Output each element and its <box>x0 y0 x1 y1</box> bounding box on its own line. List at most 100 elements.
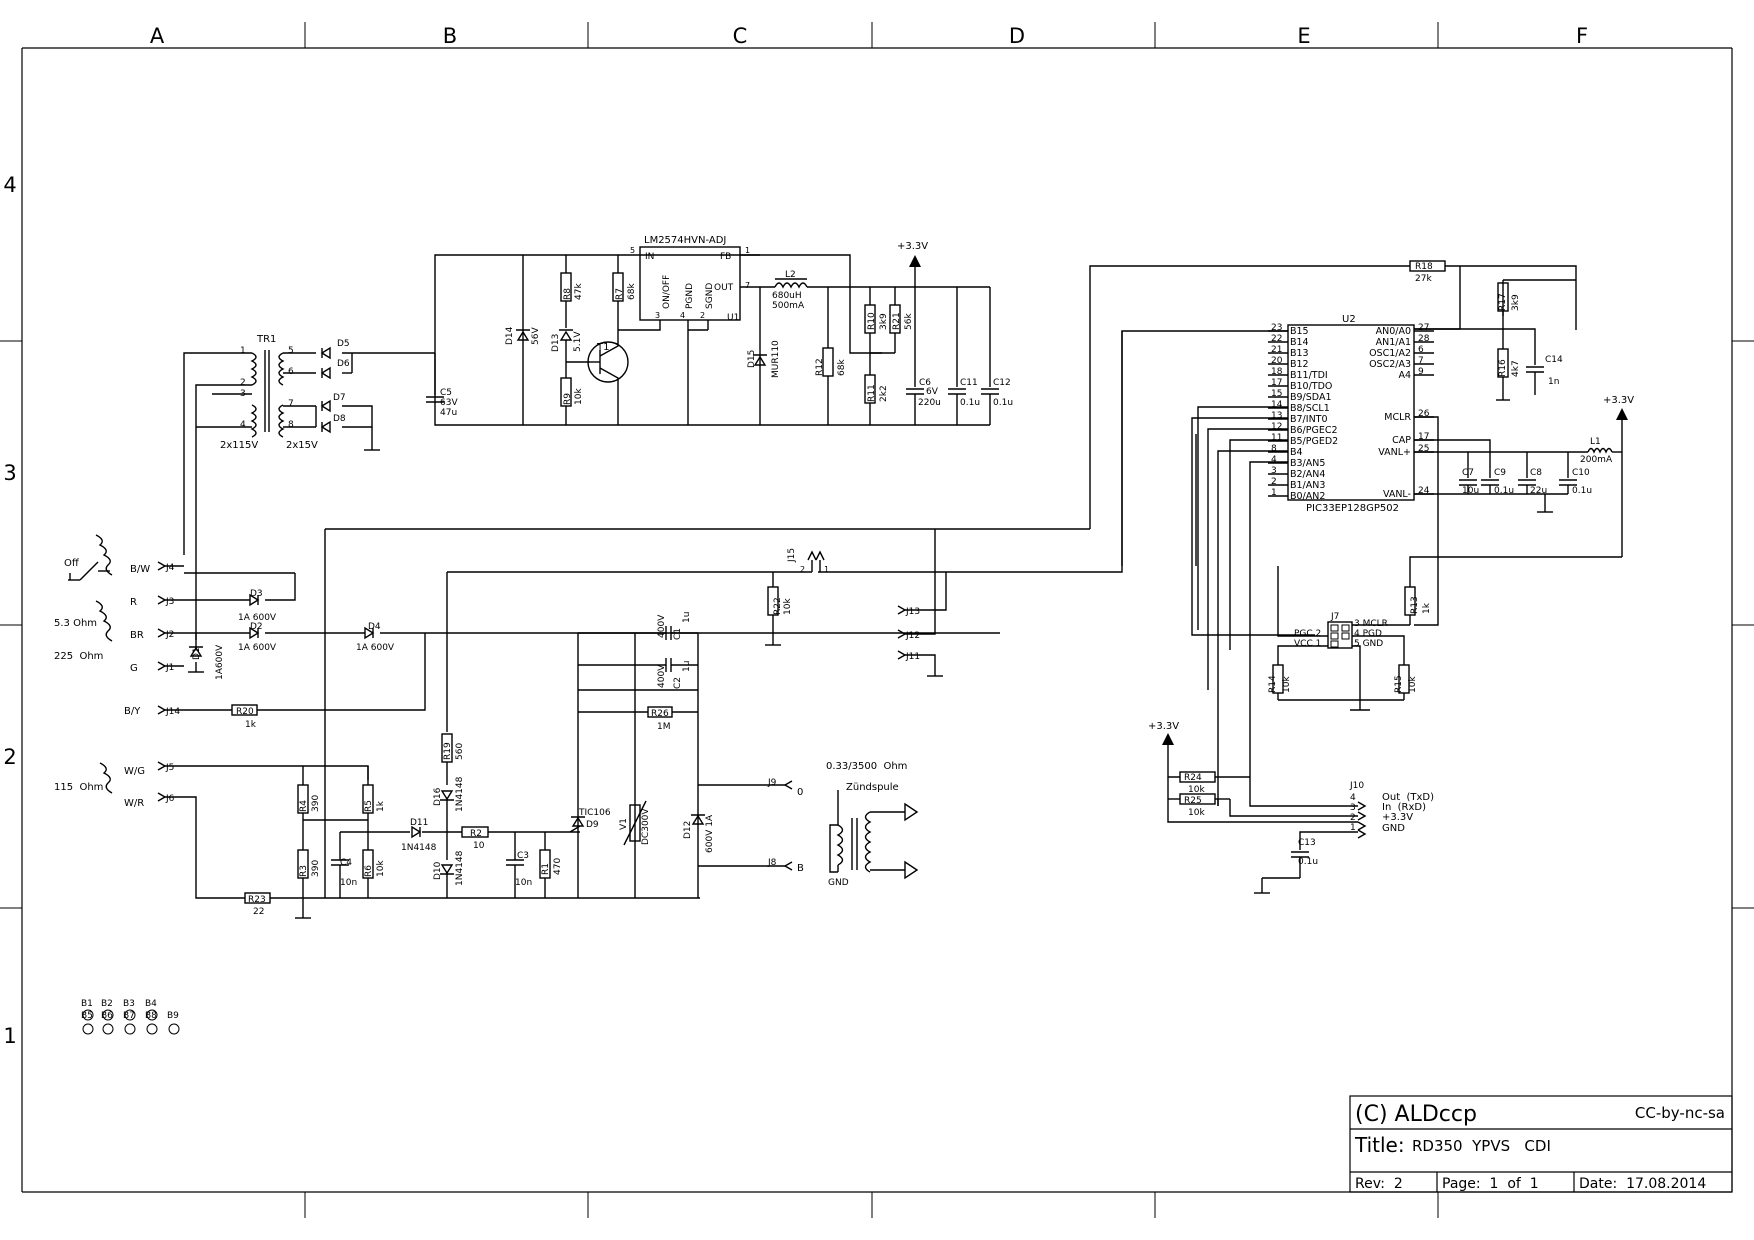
hole-label: B9 <box>167 1011 179 1021</box>
u2-left-pin-number: 21 <box>1271 345 1282 355</box>
d7-ref: D7 <box>333 393 346 403</box>
j7-pgd: 4 PGD <box>1354 629 1382 639</box>
hole-circle <box>82 1009 94 1021</box>
tr1-primary-label: 2x115V <box>220 440 258 451</box>
d11-value: 1N4148 <box>401 843 437 853</box>
wire-by: B/Y <box>124 706 141 717</box>
u2-left-pin-label: B8/SCL1 <box>1290 403 1330 414</box>
bridge-diodes: D5 D6 D7 D8 <box>320 339 350 434</box>
r4-value: 390 <box>311 795 321 812</box>
c1-voltage: 400V <box>657 614 667 638</box>
u2-left-pin-label: B4 <box>1290 447 1303 458</box>
c1-capacitance: 1u <box>682 612 692 623</box>
u2-right-pin-number: 9 <box>1418 367 1424 377</box>
hole-label: B1 <box>81 999 93 1009</box>
c4-ref: C4 <box>340 858 352 868</box>
r7-value: 68k <box>627 283 637 300</box>
u2-right-pin-label: A4 <box>1398 370 1411 381</box>
r18-value: 27k <box>1415 274 1432 284</box>
r19-ref: R19 <box>443 742 453 760</box>
tr1-pin-1: 1 <box>240 346 246 356</box>
license-text: CC-by-nc-sa <box>1635 1104 1725 1122</box>
r21-ref: R21 <box>892 312 902 330</box>
wire-wg: W/G <box>124 766 145 777</box>
u2-left-pin-number: 3 <box>1271 466 1277 476</box>
vcc-supply-1: +3.3V <box>897 241 928 287</box>
u2-left-pin-label: B3/AN5 <box>1290 458 1325 469</box>
ignition-section: C1 400V 1u C2 400V 1u R26 1M J15 1 2 R22… <box>244 331 1123 919</box>
r22-ref: R22 <box>773 597 783 615</box>
u2-right-pin-number: 7 <box>1418 356 1424 366</box>
row-label-1: 1 <box>3 1024 16 1048</box>
r13-ref: R13 <box>1410 596 1420 614</box>
j9-ref: J9 <box>767 778 777 788</box>
r3-ref: R3 <box>299 865 309 877</box>
r10-ref: R10 <box>867 312 877 330</box>
u2-left-pin-number: 13 <box>1271 411 1282 421</box>
r22-value: 10k <box>783 598 793 615</box>
d12-ref: D12 <box>683 821 693 839</box>
d16-value: 1N4148 <box>455 776 465 812</box>
u1-pin-in: IN <box>645 252 654 262</box>
j15-pin-2: 2 <box>800 565 805 574</box>
r11-ref: R11 <box>867 384 877 402</box>
d4-ref: D4 <box>368 622 381 632</box>
d14-ref: D14 <box>505 326 515 345</box>
u2-right-pin-label: OSC2/A3 <box>1369 359 1411 370</box>
vcc-supply-2: +3.3V L1 200mA <box>1414 395 1634 557</box>
col-label-c: C <box>733 24 748 48</box>
j12-ref: J12 <box>905 631 920 641</box>
c14-value: 1n <box>1548 377 1559 387</box>
title-block: (C) ALDccp CC-by-nc-sa Title: RD350 YPVS… <box>1349 1095 1733 1193</box>
u2-left-pin-number: 20 <box>1271 356 1283 366</box>
hole-label: B6 <box>101 1011 113 1021</box>
u1-pin-out: OUT <box>714 283 734 293</box>
j14-ref: J14 <box>165 707 180 717</box>
feedback-divider: R10 3k9 R21 56k R11 2k2 <box>864 287 914 425</box>
c3-value: 10n <box>515 878 532 888</box>
hole-circle <box>82 1023 94 1035</box>
u1-ref: U1 <box>727 313 739 323</box>
u2-right-pin-label: OSC1/A2 <box>1369 348 1411 359</box>
tr1-pin-6: 6 <box>288 367 294 377</box>
u1-pinnum-2: 2 <box>700 311 705 320</box>
r19-value: 560 <box>455 743 465 760</box>
d2-value: 1A 600V <box>238 643 277 653</box>
c8-ref: C8 <box>1530 468 1542 478</box>
c9-ref: C9 <box>1494 468 1506 478</box>
r3-value: 390 <box>311 860 321 877</box>
d9-ref: D9 <box>586 820 599 830</box>
u2-left-pin-label: B12 <box>1290 359 1309 370</box>
c2-capacitance: 1u <box>682 661 692 672</box>
hole-label: B5 <box>81 1011 93 1021</box>
l2-current: 500mA <box>772 301 805 311</box>
j8-label: B <box>797 863 804 874</box>
hole-label: B2 <box>101 999 113 1009</box>
v1-value: DC300V <box>641 808 651 845</box>
j10-pin-4: 4 <box>1350 793 1356 803</box>
r4-ref: R4 <box>299 800 309 812</box>
j10-label-txd: Out (TxD) <box>1382 792 1434 803</box>
hole-circle <box>102 1009 114 1021</box>
resistor-r18: R18 27k <box>1089 260 1577 529</box>
hole-circle <box>124 1009 136 1021</box>
c8-value: 22u <box>1530 486 1547 496</box>
revision-text: Rev: 2 <box>1355 1176 1403 1192</box>
u2-left-pin-label: B7/INT0 <box>1290 414 1328 425</box>
u2-left-pin-number: 11 <box>1271 433 1282 443</box>
c5-capacitance: 47u <box>440 408 457 418</box>
switch-label: Off <box>64 558 80 569</box>
hole-circle <box>168 1023 180 1035</box>
diode-d15: D15 MUR110 <box>747 287 781 425</box>
c7-ref: C7 <box>1462 468 1474 478</box>
tr1-secondary-label: 2x15V <box>286 440 318 451</box>
j7-pgc: PGC 2 <box>1294 629 1321 639</box>
coil-name-label: Zündspule <box>846 782 899 793</box>
d8-ref: D8 <box>333 414 346 424</box>
c6-voltage: 6V <box>926 387 939 397</box>
j7-vcc: VCC 1 <box>1294 639 1321 649</box>
tr1-pin-7: 7 <box>288 399 294 409</box>
j7-mclr: 3 MCLR <box>1354 619 1388 629</box>
u1-pinnum-3: 3 <box>655 311 660 320</box>
r18-ref: R18 <box>1415 262 1433 272</box>
